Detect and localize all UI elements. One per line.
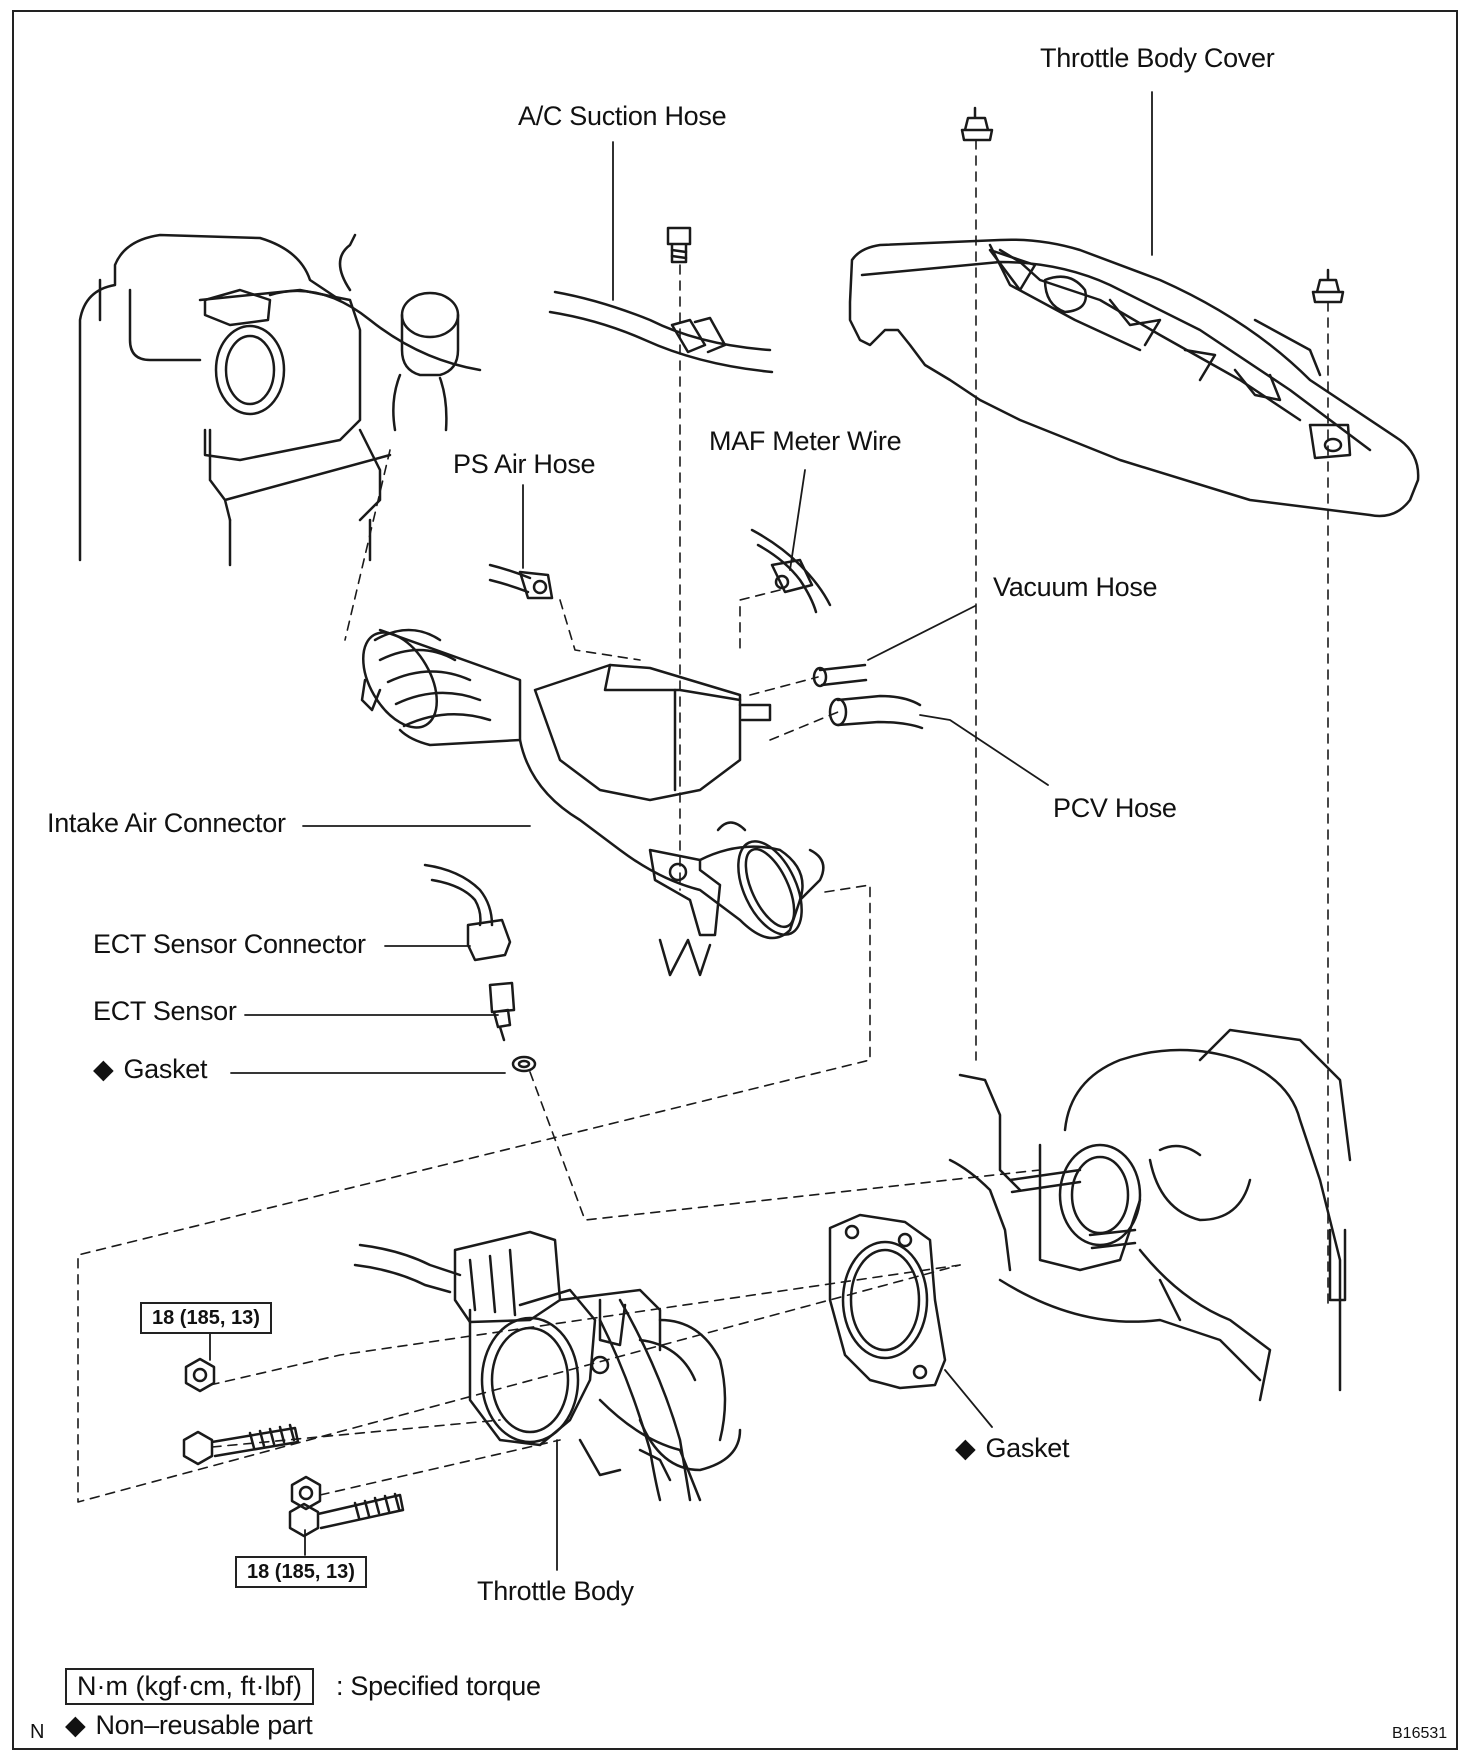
throttle-body-fasteners — [182, 1357, 405, 1538]
throttle-body-cover — [848, 106, 1420, 518]
vacuum-and-pcv-hoses — [812, 663, 924, 730]
legend-non-reusable: ◆Non–reusable part — [65, 1710, 313, 1740]
label-throttle-body: Throttle Body — [477, 1576, 634, 1606]
throttle-body-assembly — [353, 1230, 742, 1502]
label-ac-suction-hose: A/C Suction Hose — [518, 101, 727, 131]
label-gasket-lower: ◆Gasket — [955, 1433, 1070, 1463]
torque-spec-lower: 18 (185, 13) — [235, 1556, 367, 1588]
maf-meter-wire — [750, 528, 832, 614]
intake-air-connector — [360, 628, 825, 977]
legend-torque-desc: : Specified torque — [336, 1671, 541, 1701]
alignment-lines — [77, 139, 1329, 1503]
label-vacuum-hose: Vacuum Hose — [993, 572, 1158, 602]
corner-mark: N — [30, 1721, 45, 1743]
ps-air-hose — [488, 563, 554, 600]
label-ect-sensor-connector: ECT Sensor Connector — [93, 929, 366, 959]
label-ect-sensor: ECT Sensor — [93, 996, 237, 1026]
label-throttle-body-cover: Throttle Body Cover — [1040, 43, 1275, 73]
legend-torque-units: N·m (kgf·cm, ft·lbf) — [65, 1668, 314, 1705]
throttle-body-gasket — [828, 1213, 947, 1390]
non-reusable-symbol: ◆ — [93, 1054, 114, 1084]
ac-suction-hose — [548, 226, 774, 374]
label-pcv-hose: PCV Hose — [1053, 793, 1177, 823]
leader-lines — [209, 91, 1153, 1571]
label-intake-air-connector: Intake Air Connector — [47, 808, 286, 838]
air-cleaner-assembly — [78, 233, 482, 567]
figure-id: B16531 — [1392, 1725, 1448, 1742]
label-ps-air-hose: PS Air Hose — [453, 449, 596, 479]
intake-manifold — [948, 1028, 1352, 1402]
ect-sensor-group — [423, 863, 537, 1073]
non-reusable-symbol: ◆ — [65, 1710, 86, 1740]
figure-frame — [12, 10, 1458, 1750]
non-reusable-symbol: ◆ — [955, 1433, 976, 1463]
torque-spec-upper: 18 (185, 13) — [140, 1302, 272, 1334]
label-maf-meter-wire: MAF Meter Wire — [709, 426, 902, 456]
label-gasket-upper: ◆Gasket — [93, 1054, 208, 1084]
